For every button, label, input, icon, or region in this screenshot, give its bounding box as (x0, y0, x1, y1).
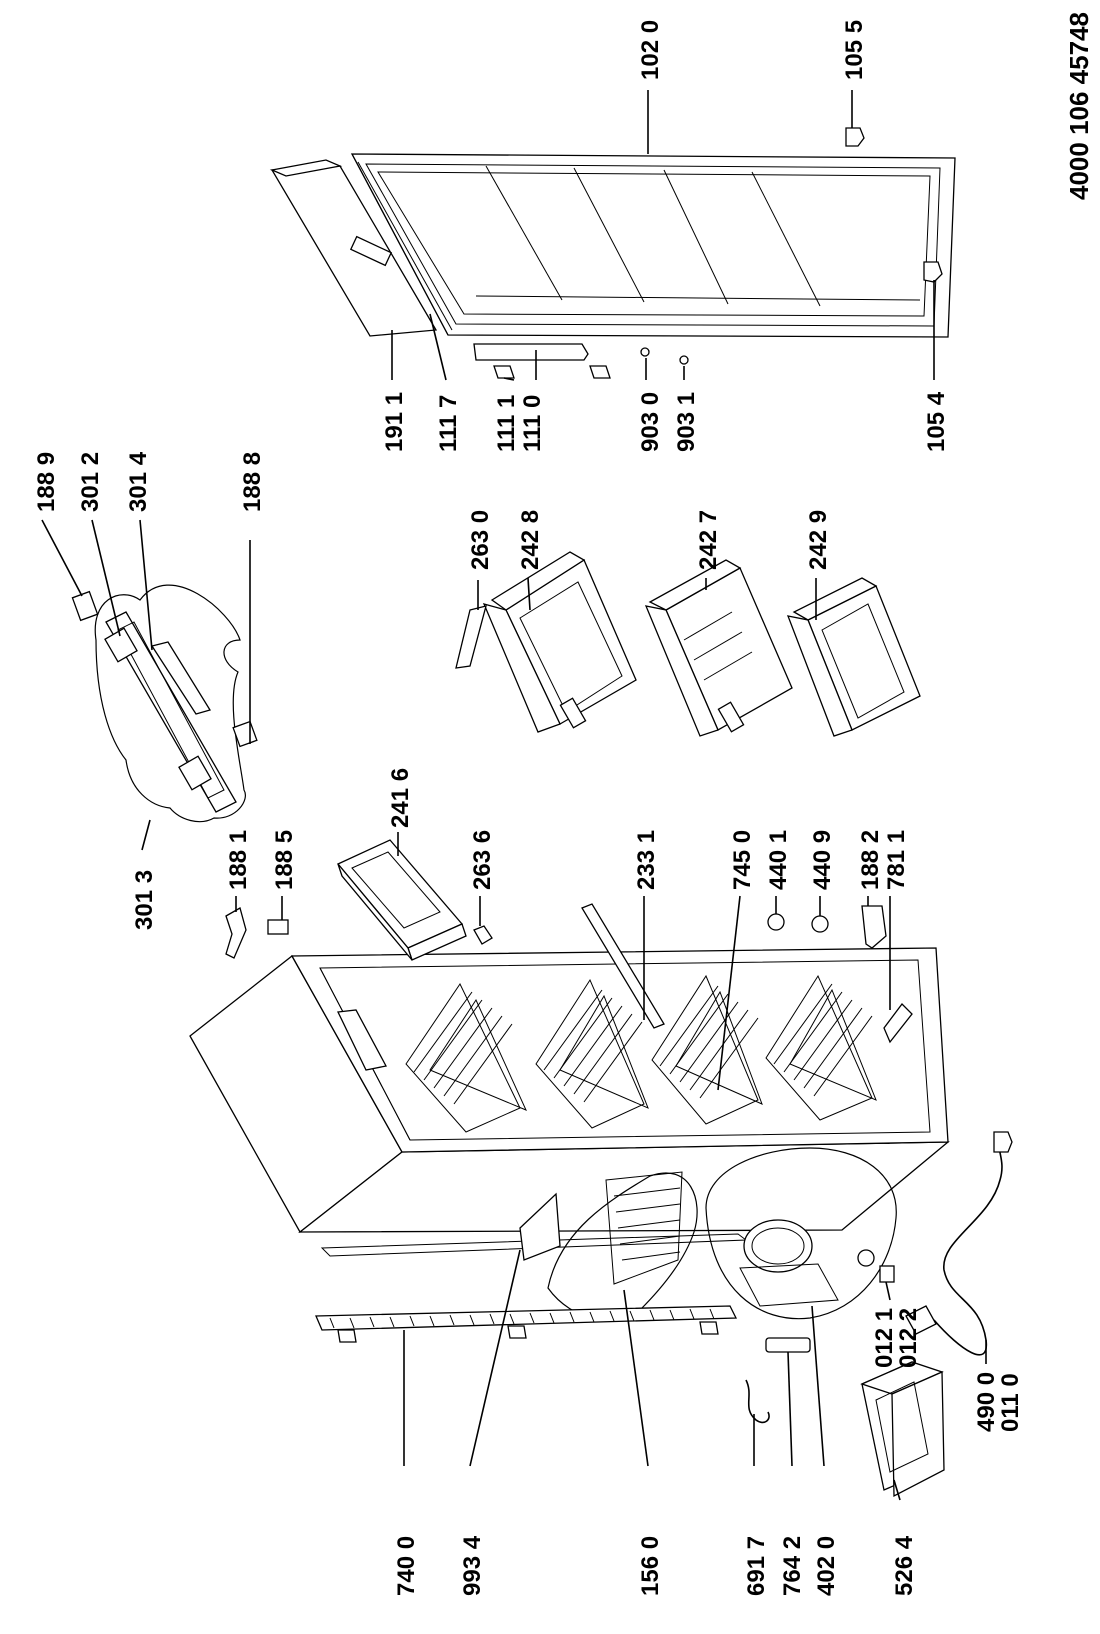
label-740-0: 740 0 (393, 1536, 420, 1596)
label-764-2: 764 2 (779, 1536, 806, 1596)
label-490-0: 490 0 (973, 1372, 1000, 1432)
label-242-7: 242 7 (695, 510, 722, 570)
label-301-4: 301 4 (125, 451, 152, 512)
label-012-2: 012 2 (895, 1308, 922, 1368)
label-188-5: 188 5 (271, 830, 298, 890)
label-111-0: 111 0 (519, 395, 546, 452)
label-242-9: 242 9 (805, 510, 832, 570)
label-188-8: 188 8 (239, 452, 266, 512)
part-188-2 (861, 905, 887, 949)
knob-440-1-part (767, 913, 785, 931)
label-111-7: 111 7 (435, 395, 462, 452)
condenser-740-0 (315, 1305, 738, 1343)
hinge-top-part (845, 127, 865, 147)
part-labels: 102 0 105 5 105 4 903 1 903 0 111 0 111 … (33, 20, 1024, 1596)
label-111-1: 111 1 (493, 395, 520, 452)
label-156-0: 156 0 (637, 1536, 664, 1596)
compressor-402-0 (705, 1147, 897, 1320)
filter-764-2 (765, 1337, 811, 1353)
rail-part (455, 605, 487, 669)
label-402-0: 402 0 (813, 1536, 840, 1596)
container-526-4 (860, 1361, 945, 1498)
label-105-5: 105 5 (841, 20, 868, 80)
knob-440-9-part (811, 915, 829, 933)
label-188-1: 188 1 (225, 830, 252, 890)
label-526-4: 526 4 (891, 1535, 918, 1596)
door-assembly (269, 153, 956, 338)
basket-242-7 (644, 559, 793, 737)
label-105-4: 105 4 (923, 391, 950, 452)
control-panel-group (71, 584, 258, 823)
door-small-parts (473, 127, 943, 379)
label-242-8: 242 8 (517, 510, 544, 570)
label-440-9: 440 9 (809, 830, 836, 890)
cabinet (189, 947, 950, 1257)
label-011-0: 011 0 (997, 1373, 1024, 1432)
hinge-bottom-part (923, 261, 943, 283)
label-233-1: 233 1 (633, 830, 660, 890)
label-191-1: 191 1 (381, 392, 408, 452)
top-cover-241-6 (336, 839, 467, 961)
leader-lines (41, 90, 987, 1501)
label-781-1: 781 1 (883, 830, 910, 890)
door-handle-part (473, 343, 589, 361)
basket-242-8 (482, 551, 637, 733)
label-241-6: 241 6 (387, 768, 414, 828)
button-188-5-part (267, 919, 289, 935)
label-102-0: 102 0 (637, 20, 664, 80)
label-440-1: 440 1 (765, 830, 792, 890)
label-188-9: 188 9 (33, 452, 60, 512)
label-745-0: 745 0 (729, 830, 756, 890)
label-903-0: 903 0 (637, 392, 664, 452)
label-012-1: 012 1 (871, 1308, 898, 1368)
label-691-7: 691 7 (743, 1536, 770, 1596)
part-781-1 (883, 1003, 913, 1044)
part-993-4 (519, 1192, 561, 1261)
label-993-4: 993 4 (459, 1535, 486, 1596)
part-012 (879, 1265, 895, 1283)
power-cord-490-0 (905, 1131, 1013, 1356)
basket-242-9 (786, 577, 921, 737)
label-263-6: 263 6 (469, 830, 496, 890)
label-301-2: 301 2 (77, 452, 104, 512)
label-188-2: 188 2 (857, 830, 884, 890)
document-number: 4000 106 45748 (1064, 12, 1094, 200)
label-301-3: 301 3 (131, 870, 158, 930)
label-903-1: 903 1 (673, 392, 700, 452)
label-263-0: 263 0 (467, 510, 494, 570)
bulb-holder-part (473, 925, 493, 945)
bracket-188-1-part (225, 907, 247, 959)
part-691-7 (745, 1379, 770, 1424)
